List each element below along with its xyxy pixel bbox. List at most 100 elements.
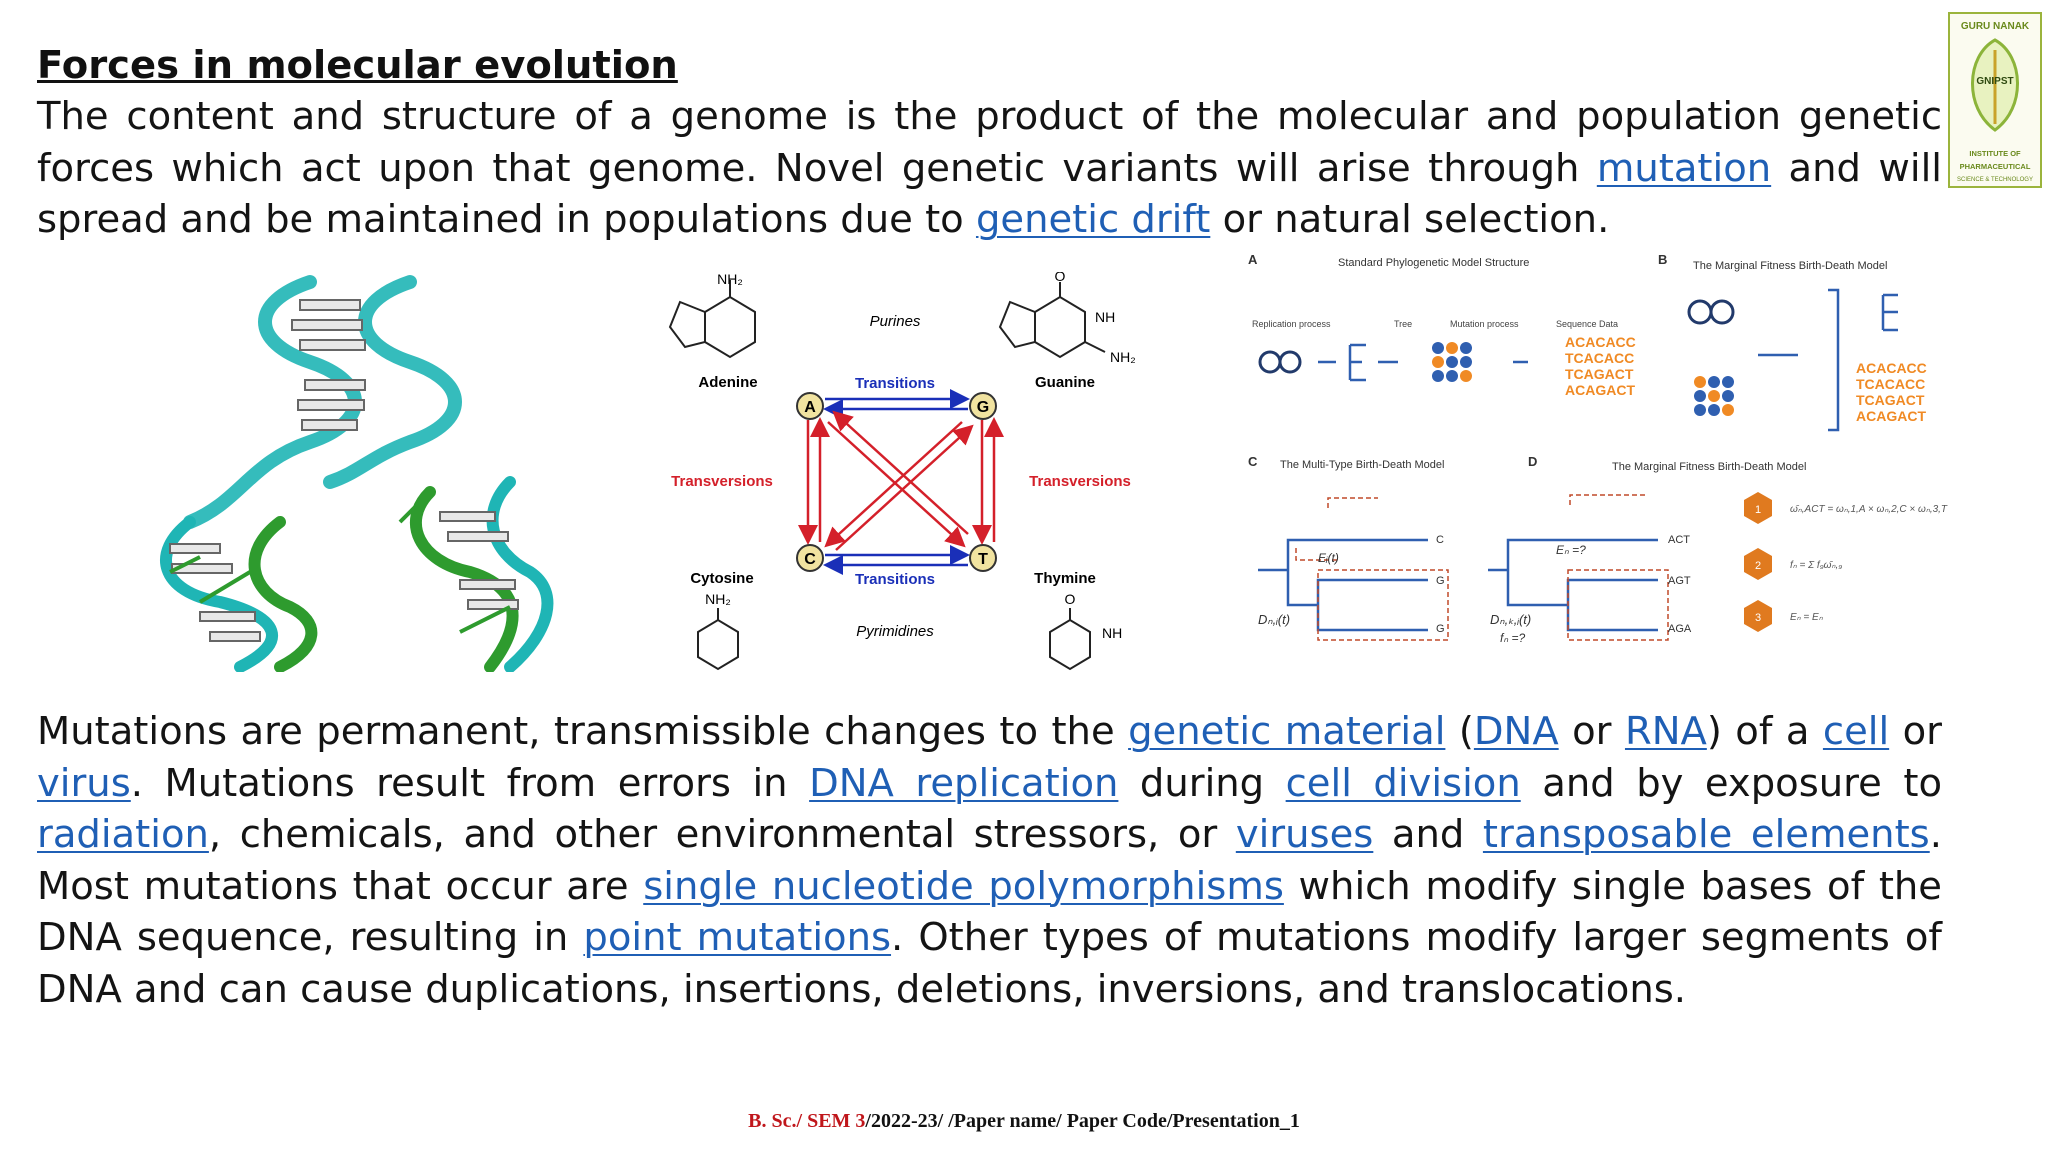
cytosine-label: Cytosine: [690, 570, 753, 587]
link-point-mutations[interactable]: point mutations: [583, 915, 892, 960]
seq-b-2: TCACACC: [1856, 376, 1925, 392]
mutations-text-6: . Mutations result from errors in: [130, 760, 810, 806]
guanine-o: O: [1055, 272, 1066, 284]
node-c-label: C: [804, 551, 816, 568]
link-rna[interactable]: RNA: [1624, 709, 1707, 754]
node-t-label: T: [978, 551, 988, 568]
logo-line-3: SCIENCE & TECHNOLOGY: [1957, 177, 2033, 183]
hex-2: 2: [1755, 560, 1761, 572]
link-dna-replication[interactable]: DNA replication: [809, 760, 1119, 806]
mutation-label: Mutation process: [1450, 319, 1519, 329]
dna-helix-figure: [130, 272, 570, 676]
panel-b-title: The Marginal Fitness Birth-Death Model: [1693, 260, 1887, 272]
intro-text-1: The content and structure of a genome is…: [37, 94, 1942, 191]
link-snp[interactable]: single nucleotide polymorphisms: [643, 863, 1284, 909]
intro-text-3: or natural selection.: [1210, 197, 1610, 242]
guanine-structure: [998, 282, 1106, 359]
seq-b-3: TCAGACT: [1856, 392, 1925, 408]
panel-a-letter: A: [1248, 252, 1258, 267]
ei-label: Eᵢ(t): [1318, 551, 1339, 565]
logo-line-1: INSTITUTE OF: [1969, 149, 2021, 158]
thymine-label: Thymine: [1034, 570, 1096, 587]
mutations-text-12: which modify single bases of the DNA seq…: [37, 863, 1942, 961]
seq-a-4: ACAGACT: [1565, 382, 1635, 398]
leaf-c: C: [1436, 534, 1444, 546]
en-label: Eₙ =?: [1556, 543, 1586, 557]
mutations-text-4: ) of a: [1706, 709, 1823, 754]
node-c: [796, 544, 824, 572]
adenine-nh2: NH₂: [717, 272, 743, 287]
mutations-text-11: . Most mutations that occur are: [37, 812, 1942, 909]
transversions-left-label: Transversions: [671, 473, 773, 490]
transitions-top-label: Transitions: [855, 375, 935, 392]
dni-label: Dₙ,ᵢ(t): [1258, 612, 1290, 627]
panel-d-letter: D: [1528, 454, 1537, 469]
guanine-nh: NH: [1095, 309, 1115, 325]
formula-2: fₙ = Σ f₉ω̄ₙ,₉: [1790, 560, 1842, 571]
mutations-text-7: during: [1118, 760, 1286, 806]
seq-b-1: ACACACC: [1856, 360, 1927, 376]
mutations-text-5: or: [1889, 709, 1942, 754]
transitions-transversions-figure: NH₂ Adenine O NH NH₂ Guanine Purines Tra…: [650, 268, 1150, 696]
panel-b-letter: B: [1658, 252, 1667, 267]
seq-a-2: TCACACC: [1565, 350, 1634, 366]
footer-course: B. Sc./ SEM 3: [748, 1110, 866, 1132]
mutations-text-1: Mutations are permanent, transmissible c…: [37, 709, 1129, 754]
node-a-label: A: [804, 399, 816, 416]
thymine-o: O: [1065, 591, 1076, 607]
mutations-text-13: . Other types of mutations modify larger…: [37, 915, 1942, 1012]
thymine-nh: NH: [1102, 625, 1122, 641]
replication-label: Replication process: [1252, 319, 1331, 329]
node-g-label: G: [977, 399, 989, 416]
seq-b-4: ACAGACT: [1856, 408, 1926, 424]
adenine-label: Adenine: [698, 374, 757, 391]
mutations-paragraph: Mutations are permanent, transmissible c…: [37, 706, 1942, 1015]
hex-1: 1: [1755, 504, 1761, 516]
mutations-text-3: or: [1558, 709, 1625, 754]
sequence-data-b: ACACACC TCACACC TCAGACT ACAGACT: [1856, 360, 1927, 424]
pyrimidines-label: Pyrimidines: [856, 623, 934, 640]
leaf-g-2: G: [1436, 623, 1445, 635]
intro-text-2: and will spread and be maintained in pop…: [37, 145, 1942, 243]
hex-3: 3: [1755, 612, 1761, 624]
link-transposable-elements[interactable]: transposable elements: [1482, 812, 1930, 857]
panel-d-title: The Marginal Fitness Birth-Death Model: [1612, 461, 1806, 473]
fn-label: fₙ =?: [1500, 631, 1525, 645]
cytosine-nh2: NH₂: [705, 591, 731, 607]
slide-title: Forces in molecular evolution: [37, 43, 678, 88]
sequence-label: Sequence Data: [1556, 319, 1618, 329]
mutations-text-2: (: [1445, 709, 1474, 754]
intro-paragraph: The content and structure of a genome is…: [37, 91, 1942, 246]
logo-top-text: GURU NANAK: [1961, 21, 2030, 32]
link-cell[interactable]: cell: [1822, 709, 1890, 754]
formula-3: Eₙ = Eₙ: [1790, 612, 1824, 623]
leaf-aga: AGA: [1668, 623, 1692, 635]
link-genetic-material[interactable]: genetic material: [1128, 709, 1446, 754]
leaf-g-1: G: [1436, 575, 1445, 587]
tree-label: Tree: [1394, 319, 1412, 329]
seq-a-3: TCAGACT: [1565, 366, 1634, 382]
transitions-bottom-label: Transitions: [855, 571, 935, 588]
thymine-structure: [1049, 608, 1091, 671]
mutations-text-10: and: [1373, 812, 1483, 857]
node-t: [969, 544, 997, 572]
link-dna[interactable]: DNA: [1473, 709, 1559, 754]
link-virus[interactable]: virus: [37, 760, 131, 806]
leaf-agt: AGT: [1668, 575, 1691, 587]
leaf-act: ACT: [1668, 534, 1690, 546]
panel-a-title: Standard Phylogenetic Model Structure: [1338, 257, 1529, 269]
link-viruses[interactable]: viruses: [1235, 812, 1374, 857]
slide-footer: B. Sc./ SEM 3/2022-23/ /Paper name/ Pape…: [0, 1110, 2048, 1133]
formula-1: ω̄ₙ,ACT = ωₙ,1,A × ωₙ,2,C × ωₙ,3,T: [1790, 504, 1948, 515]
purines-label: Purines: [870, 313, 921, 330]
guanine-nh2: NH₂: [1110, 349, 1136, 365]
link-mutation[interactable]: mutation: [1596, 145, 1772, 191]
transversions-right-label: Transversions: [1029, 473, 1131, 490]
link-radiation[interactable]: radiation: [37, 812, 209, 857]
mutations-text-9: , chemicals, and other environmental str…: [208, 812, 1236, 857]
link-genetic-drift[interactable]: genetic drift: [975, 197, 1211, 242]
panel-c-title: The Multi-Type Birth-Death Model: [1280, 459, 1444, 471]
seq-a-1: ACACACC: [1565, 334, 1636, 350]
adenine-structure: [668, 280, 756, 359]
link-cell-division[interactable]: cell division: [1285, 760, 1521, 806]
